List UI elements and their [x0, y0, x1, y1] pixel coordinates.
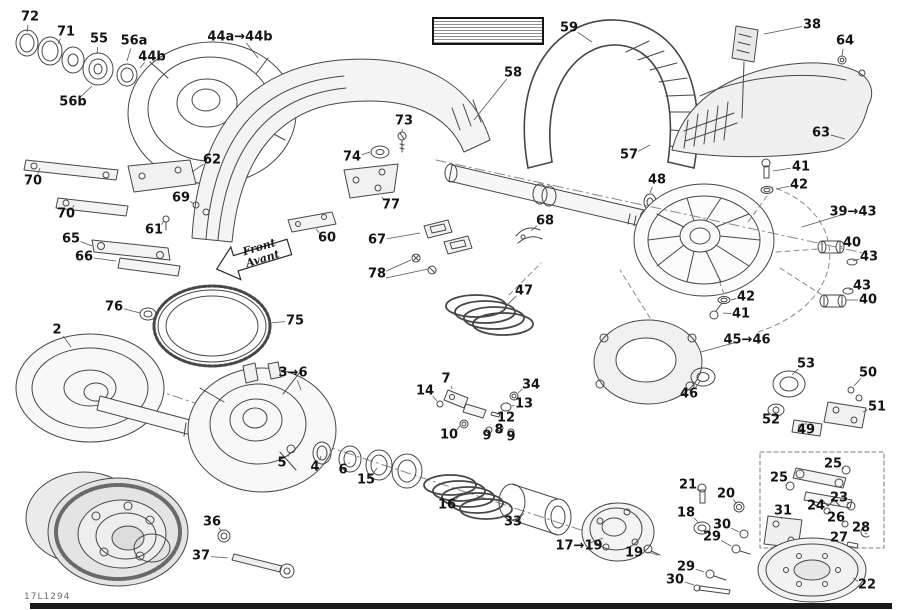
return-spring-47	[445, 294, 534, 336]
leader-lines	[26, 24, 868, 586]
assembly-dashed-guides	[508, 185, 831, 333]
ring-gear-75	[152, 284, 272, 368]
belt-guard-58	[191, 58, 491, 243]
bearing-parts-right	[767, 370, 867, 437]
seal-ring-stack	[15, 29, 138, 87]
fixed-sheave-2	[15, 333, 211, 443]
primary-clutch-assembly	[25, 471, 295, 587]
pulley-half-17-19	[581, 502, 661, 562]
driven-pulley-39-43	[633, 183, 775, 297]
clutch-spring-16	[423, 474, 513, 520]
pulley-hardware	[709, 158, 858, 320]
front-direction-arrow: Front Avant	[209, 226, 298, 290]
governor-parts	[436, 389, 519, 436]
sleeve-33	[498, 483, 572, 536]
sliding-sheave-3-6	[187, 361, 337, 493]
brake-assembly	[693, 451, 885, 603]
warning-notice-box	[432, 17, 544, 45]
console-panel-63	[671, 25, 873, 158]
drawing-code: 17L1294	[24, 592, 71, 602]
mount-hardware-center	[287, 131, 543, 279]
spacer-rings	[286, 441, 423, 489]
engine-brackets-left	[23, 159, 210, 321]
front-arrow-icon	[215, 238, 293, 281]
pulley-housing-45-46	[593, 319, 716, 405]
drive-belt-57	[523, 19, 699, 169]
bottom-bar	[30, 603, 892, 609]
